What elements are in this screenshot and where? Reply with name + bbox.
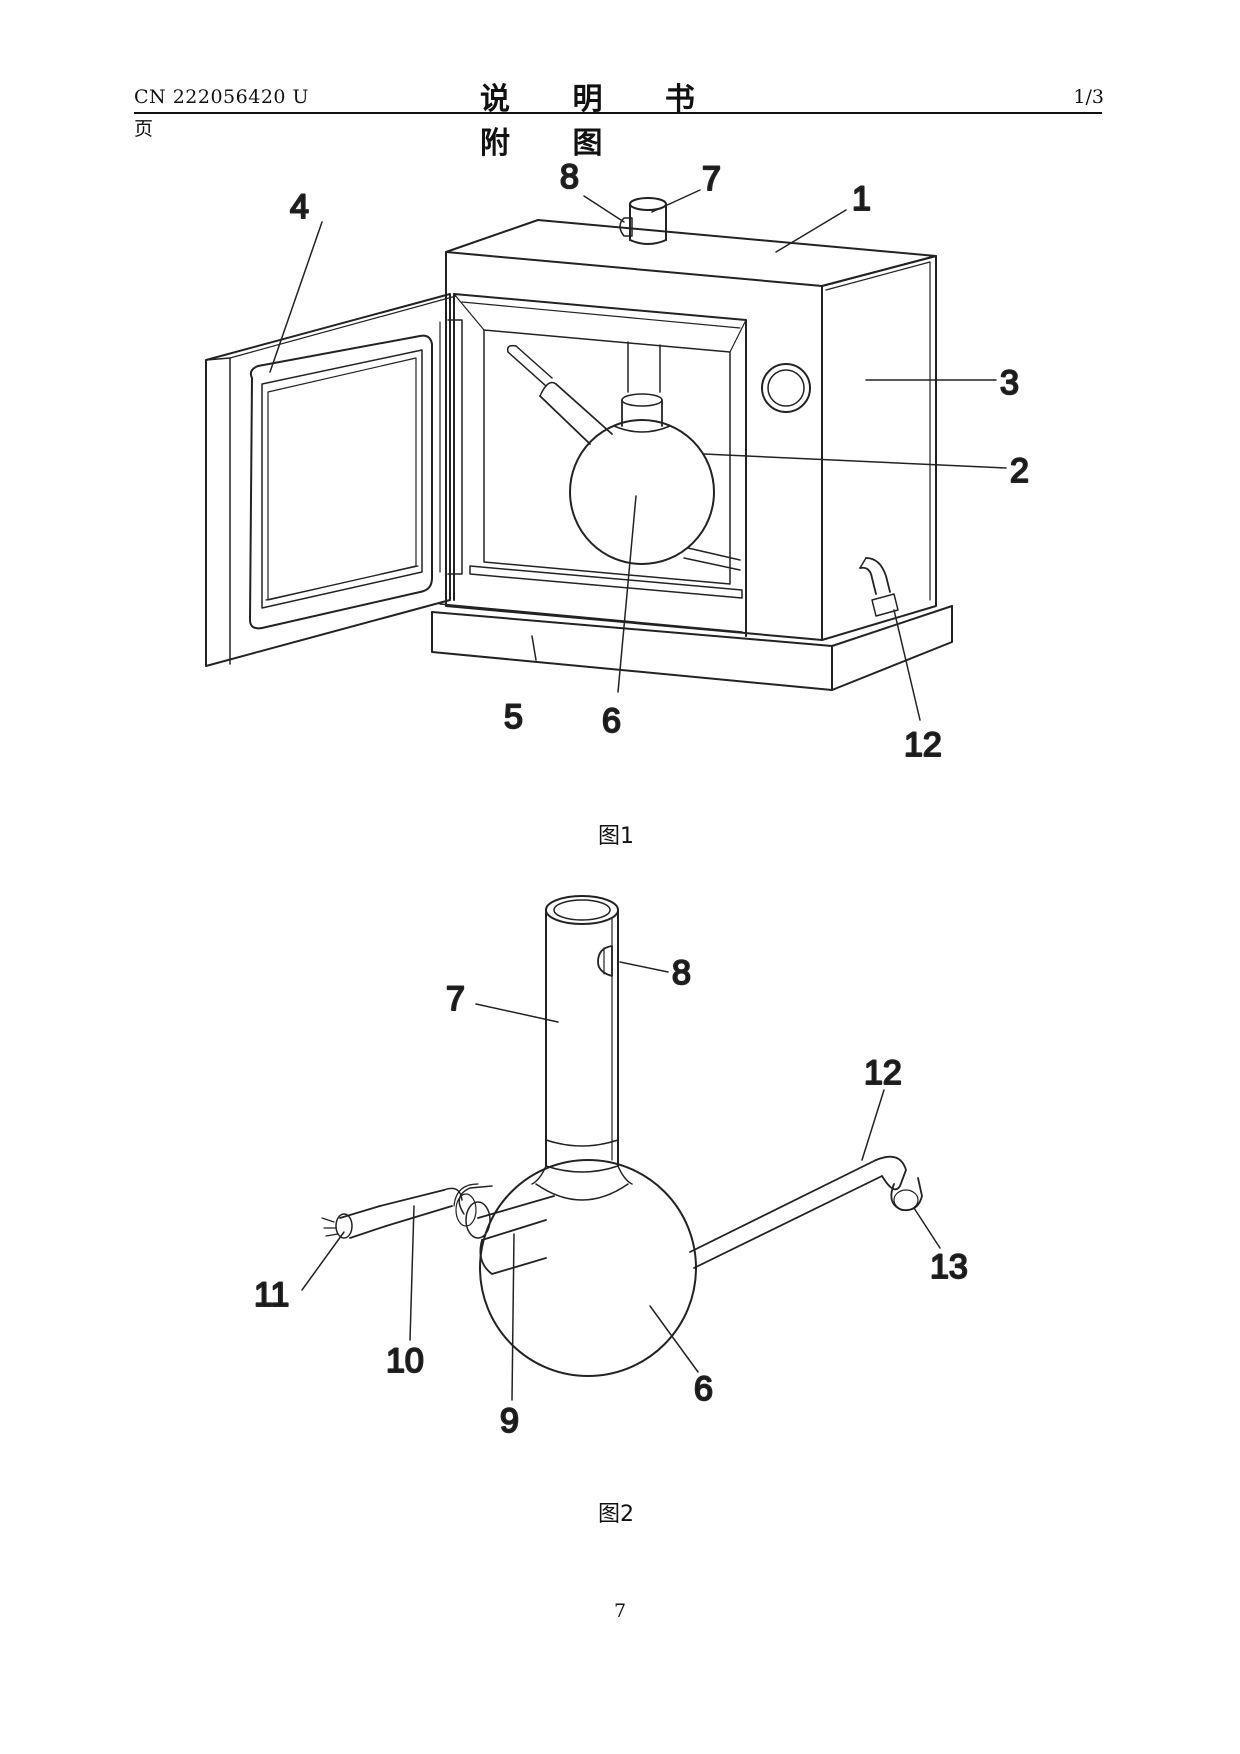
fig1-label-12: 12: [904, 726, 942, 764]
fig1-label-7: 7: [702, 160, 721, 198]
sheet-indicator: 1/3: [1073, 86, 1104, 108]
fig1-label-8: 8: [560, 158, 579, 196]
page-word: 页: [134, 118, 154, 140]
figure-2-caption: 图2: [598, 1502, 634, 1527]
fig2-label-10: 10: [386, 1342, 424, 1380]
fig1-label-3: 3: [1000, 364, 1019, 402]
fig2-label-6: 6: [694, 1370, 713, 1408]
page-title: 说 明 书 附 图: [480, 82, 721, 161]
fig2-label-11: 11: [254, 1276, 289, 1314]
fig1-label-2: 2: [1010, 452, 1029, 490]
header-rule: [134, 112, 1102, 114]
fig2-label-9: 9: [500, 1402, 519, 1440]
fig2-label-13: 13: [930, 1248, 968, 1286]
fig1-label-6: 6: [602, 702, 621, 740]
fig2-label-8: 8: [672, 954, 691, 992]
patent-number: CN 222056420 U: [134, 86, 310, 108]
fig1-label-5: 5: [504, 698, 523, 736]
fig1-label-1: 1: [852, 180, 871, 218]
figure-1-caption: 图1: [598, 824, 634, 849]
figure-2-drawing: [301, 895, 941, 1401]
figure-1-drawing: [205, 189, 1007, 721]
fig1-label-4: 4: [290, 188, 309, 226]
page-number: 7: [613, 1600, 627, 1622]
fig2-label-12: 12: [864, 1054, 902, 1092]
fig2-label-7: 7: [446, 980, 465, 1018]
